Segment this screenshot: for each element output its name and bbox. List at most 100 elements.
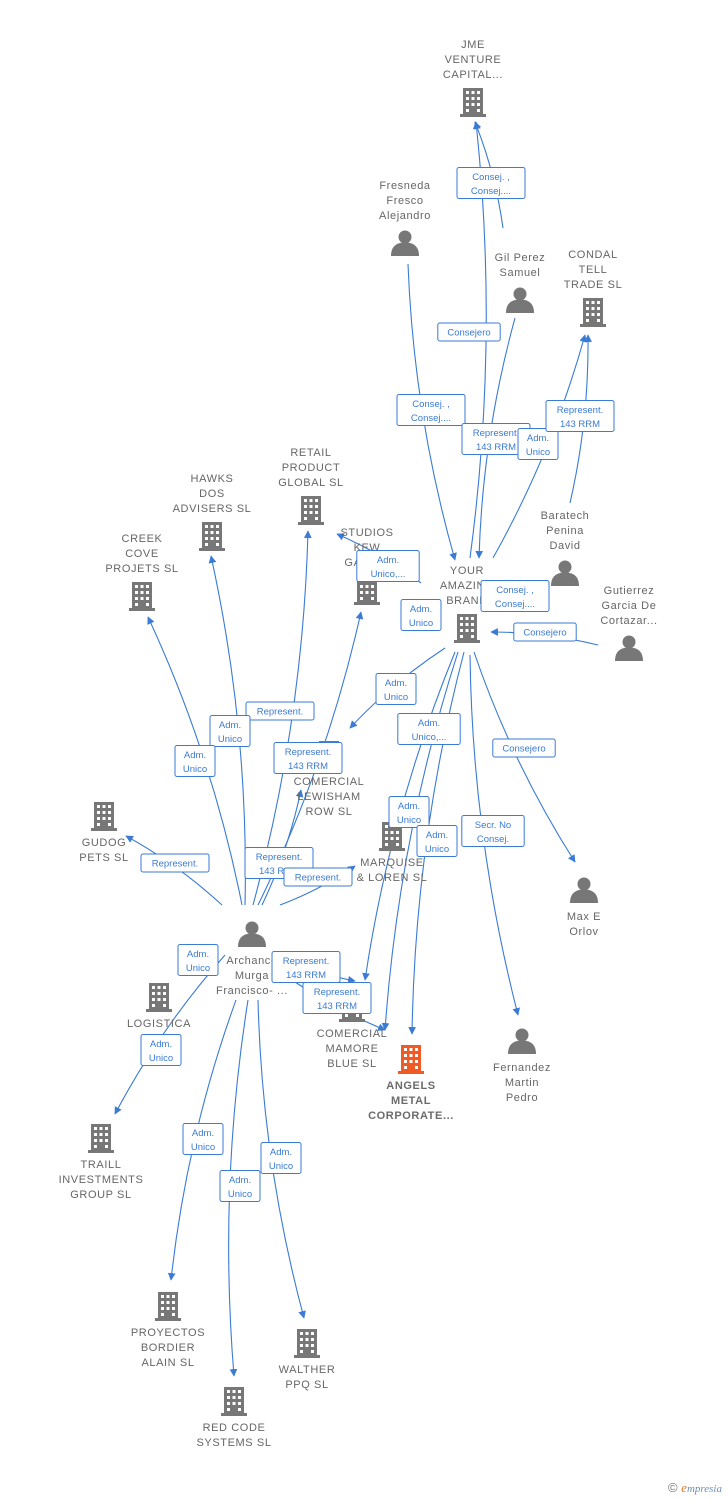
edge-label-text: Consej....	[495, 599, 535, 610]
node-label-line: WALTHER	[279, 1364, 336, 1376]
edge-label-box	[480, 580, 550, 612]
edge-label-box	[437, 322, 501, 342]
edge-label-l7[interactable]: Adm.Unico,...	[356, 550, 420, 582]
edge-label-l1[interactable]: Consej. ,Consej....	[456, 167, 526, 199]
edge-label-text: Represent.	[257, 707, 303, 718]
edge-label-text: Consejero	[523, 628, 566, 639]
node-label-line: Fresneda	[379, 180, 431, 192]
edge-label-box	[517, 428, 559, 460]
edge-label-l29[interactable]: Adm.Unico	[260, 1142, 302, 1174]
edge-label-l11[interactable]: Adm.Unico	[375, 673, 417, 705]
node-gudog[interactable]: GUDOG PETS SL	[79, 802, 128, 864]
edge-label-l15[interactable]: Adm.Unico	[209, 715, 251, 747]
edge-label-text: Represent.	[256, 852, 302, 863]
edge-label-text: 143 RRM	[286, 970, 326, 981]
edge-label-text: Represent.	[283, 956, 329, 967]
person-icon	[391, 230, 419, 256]
node-label-line: BRAND	[446, 595, 488, 607]
edge-label-box	[245, 701, 315, 721]
edge-label-l8[interactable]: Consej. ,Consej....	[480, 580, 550, 612]
edge-label-text: Represent.	[473, 428, 519, 439]
edge-label-text: Secr. No	[475, 820, 511, 831]
edge-label-text: Represent.	[285, 747, 331, 758]
edge-label-box	[416, 825, 458, 857]
node-label-line: COMERCIAL	[317, 1028, 388, 1040]
edge-label-l25[interactable]: Represent. 143 RRM	[271, 951, 341, 983]
edge-label-text: Unico	[183, 764, 207, 775]
edge-label-text: Adm.	[150, 1039, 172, 1050]
edge-label-text: Unico,...	[412, 732, 447, 743]
building-icon	[146, 983, 172, 1012]
edge-label-text: 143 RRM	[560, 419, 600, 430]
node-marquise[interactable]: MARQUISE& LOREN SL	[357, 822, 428, 884]
edge-label-l12[interactable]: Adm.Unico,...	[397, 713, 461, 745]
edge-label-l30[interactable]: Adm.Unico	[219, 1170, 261, 1202]
edge-label-l3[interactable]: Consej. ,Consej....	[396, 394, 466, 426]
node-label-line: & LOREN SL	[357, 872, 428, 884]
edge-label-l18[interactable]: Adm.Unico	[388, 796, 430, 828]
person-icon	[570, 877, 598, 903]
edge-label-text: Consej. ,	[412, 399, 450, 410]
edge-label-l6[interactable]: Represent. 143 RRM	[545, 400, 615, 432]
edge-label-text: Unico	[409, 618, 433, 629]
node-angels[interactable]: ANGELSMETALCORPORATE...	[368, 1045, 454, 1122]
edge-label-l19[interactable]: Adm.Unico	[416, 825, 458, 857]
edge-label-text: Adm.	[219, 720, 241, 731]
edge-label-l5[interactable]: Adm.Unico	[517, 428, 559, 460]
node-jme[interactable]: JMEVENTURECAPITAL...	[443, 39, 503, 117]
node-archanco[interactable]: ArchancoMurgaFrancisco- ...	[216, 921, 288, 998]
edge-label-text: 143 RRM	[476, 442, 516, 453]
footer-brand[interactable]: © empresia	[668, 1480, 722, 1496]
node-label-line: ALAIN SL	[141, 1357, 194, 1369]
edge-label-l14[interactable]: Represent.	[245, 701, 315, 721]
edge-label-l24[interactable]: Adm.Unico	[177, 944, 219, 976]
edge-label-text: Adm.	[377, 555, 399, 566]
edge-label-l16[interactable]: Represent.143 RRM	[273, 742, 343, 774]
building-icon	[88, 1124, 114, 1153]
edge-label-l2[interactable]: Consejero	[437, 322, 501, 342]
building-icon	[454, 614, 480, 643]
node-label-line: CORPORATE...	[368, 1110, 454, 1122]
edge-label-l28[interactable]: Adm.Unico	[182, 1123, 224, 1155]
edge-label-l23[interactable]: Represent.	[283, 867, 353, 887]
edge-label-l13[interactable]: Consejero	[492, 738, 556, 758]
node-label-line: LOGISTICA	[127, 1018, 191, 1030]
edge-label-l27[interactable]: Adm.Unico	[140, 1034, 182, 1066]
edge-label-text: Adm.	[398, 801, 420, 812]
node-label-line: AMAZING	[440, 580, 494, 592]
edge-label-l17[interactable]: Adm.Unico	[174, 745, 216, 777]
edge-label-text: Adm.	[426, 830, 448, 841]
node-label-line: GUDOG	[82, 837, 127, 849]
node-label-line: Alejandro	[379, 210, 431, 222]
edge-label-l10[interactable]: Consejero	[513, 622, 577, 642]
edge-label-box	[375, 673, 417, 705]
edge-label-l21[interactable]: Represent.	[140, 853, 210, 873]
person-icon	[506, 287, 534, 313]
edge-label-text: Represent.	[557, 405, 603, 416]
node-label-line: PETS SL	[79, 852, 128, 864]
node-label-line: PRODUCT	[282, 462, 341, 474]
edge-label-l26[interactable]: Represent.143 RRM	[302, 982, 372, 1014]
edge-label-l9[interactable]: Adm.Unico	[400, 599, 442, 631]
relation-edge	[381, 651, 459, 1031]
